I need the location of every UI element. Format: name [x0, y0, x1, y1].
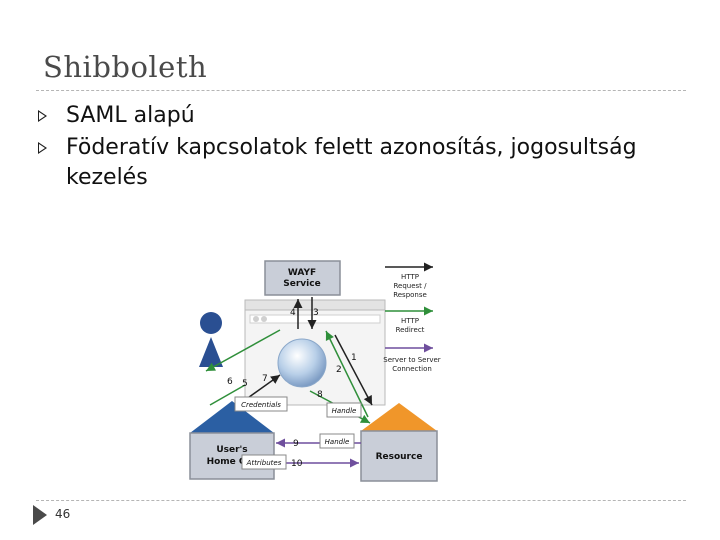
page-number: 46: [55, 507, 71, 521]
slide-title: Shibboleth: [43, 50, 208, 84]
legend: HTTP Request / Response HTTP Redirect Se…: [383, 262, 441, 373]
footer-divider: [36, 500, 686, 501]
step-number: 2: [336, 365, 342, 375]
credentials-tag: Credentials: [234, 396, 288, 412]
legend-label: Redirect: [396, 326, 425, 334]
home-org-roof: [190, 401, 274, 433]
handle-label: Handle: [332, 407, 357, 415]
globe-icon: [277, 338, 327, 388]
step-number: 4: [290, 308, 296, 318]
legend-label: HTTP: [401, 273, 419, 281]
step-number: 9: [293, 439, 299, 449]
bullet-list: SAML alapú Föderatív kapcsolatok felett …: [38, 101, 678, 195]
legend-label: Server to Server: [383, 356, 441, 364]
handle-tag: Handle: [319, 433, 355, 449]
step-number: 8: [317, 390, 323, 400]
legend-label: HTTP: [401, 317, 419, 325]
legend-label: Response: [393, 291, 427, 299]
bullet-text: SAML alapú: [66, 103, 195, 128]
bullet-triangle-icon: [38, 110, 47, 122]
arrow-7: [244, 374, 281, 401]
wayf-service-box: [264, 260, 341, 296]
home-org-label: User's: [216, 445, 247, 455]
bullet-item: Föderatív kapcsolatok felett azonosítás,…: [38, 133, 678, 193]
step-number: 10: [291, 459, 303, 469]
step-number: 7: [262, 374, 268, 384]
shibboleth-diagram: WAYF Service User's Home Org Resource 1 …: [189, 260, 441, 482]
bullet-triangle-icon: [38, 142, 47, 154]
step-number: 1: [351, 353, 357, 363]
arrow-6: [209, 384, 246, 406]
wayf-label: WAYF: [288, 268, 316, 278]
arrow-5: [205, 329, 281, 372]
attributes-tag: Attributes: [241, 454, 287, 470]
handle-label: Handle: [325, 438, 350, 446]
page-marker-icon: [33, 505, 47, 525]
attributes-label: Attributes: [246, 459, 282, 467]
browser-window-icon: [244, 299, 386, 406]
title-divider: [36, 90, 686, 91]
step-number: 5: [242, 379, 248, 389]
handle-tag: Handle: [326, 402, 362, 418]
resource-roof: [361, 403, 437, 431]
bullet-item: SAML alapú: [38, 101, 678, 131]
user-icon: [199, 312, 223, 367]
credentials-label: Credentials: [241, 401, 281, 409]
resource-label: Resource: [376, 452, 423, 462]
legend-label: Request /: [393, 282, 427, 290]
bullet-text: Föderatív kapcsolatok felett azonosítás,…: [66, 135, 637, 190]
step-number: 3: [313, 308, 319, 318]
arrow-1: [334, 334, 373, 406]
step-number: 6: [227, 377, 233, 387]
wayf-label: Service: [283, 279, 320, 289]
home-org-label: Home Org: [207, 457, 258, 467]
legend-label: Connection: [392, 365, 432, 373]
resource-box: [360, 430, 438, 482]
